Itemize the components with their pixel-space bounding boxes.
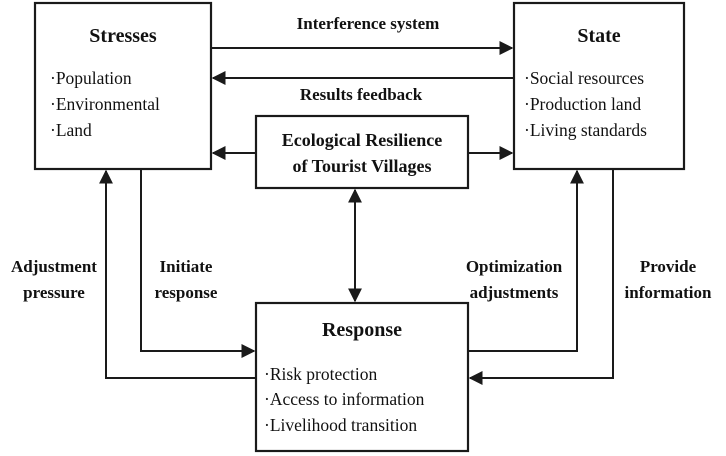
stresses-item: ·Environmental: [50, 94, 160, 114]
stresses-item: ·Population: [50, 68, 132, 88]
provide-information-arrow: [468, 169, 614, 385]
state-item: ·Social resources: [524, 68, 644, 88]
response-title: Response: [322, 319, 402, 341]
response-item: ·Risk protection: [264, 364, 377, 384]
initiate-response-arrow: [140, 169, 256, 358]
optimization-label: adjustments: [470, 283, 559, 302]
provide-label: information: [625, 283, 712, 302]
state-title: State: [577, 25, 620, 47]
stresses-title: Stresses: [89, 25, 157, 47]
stresses-item: ·Land: [50, 120, 92, 140]
provide-label: Provide: [640, 257, 697, 276]
state-item: ·Living standards: [524, 120, 647, 140]
feedback-label: Results feedback: [300, 85, 423, 104]
adjustment-pressure-arrow: [99, 169, 256, 379]
initiate-label: response: [155, 283, 218, 302]
optimization-adjustments-arrow: [468, 169, 584, 352]
center-box: Ecological Resilience of Tourist Village…: [254, 114, 470, 190]
stresses-box: Stresses ·Population ·Environmental ·Lan…: [33, 1, 213, 171]
response-box: Response ·Risk protection ·Access to inf…: [254, 301, 470, 453]
response-item: ·Livelihood transition: [264, 415, 417, 435]
adjustment-label: Adjustment: [11, 257, 97, 276]
optimization-label: Optimization: [466, 257, 563, 276]
center-title-line: of Tourist Villages: [292, 156, 431, 176]
interference-label: Interference system: [297, 14, 440, 33]
state-box: State ·Social resources ·Production land…: [512, 1, 686, 171]
adjustment-label: pressure: [23, 283, 85, 302]
initiate-label: Initiate: [160, 257, 213, 276]
state-item: ·Production land: [524, 94, 641, 114]
center-title-line: Ecological Resilience: [282, 130, 442, 150]
response-item: ·Access to information: [264, 389, 425, 409]
